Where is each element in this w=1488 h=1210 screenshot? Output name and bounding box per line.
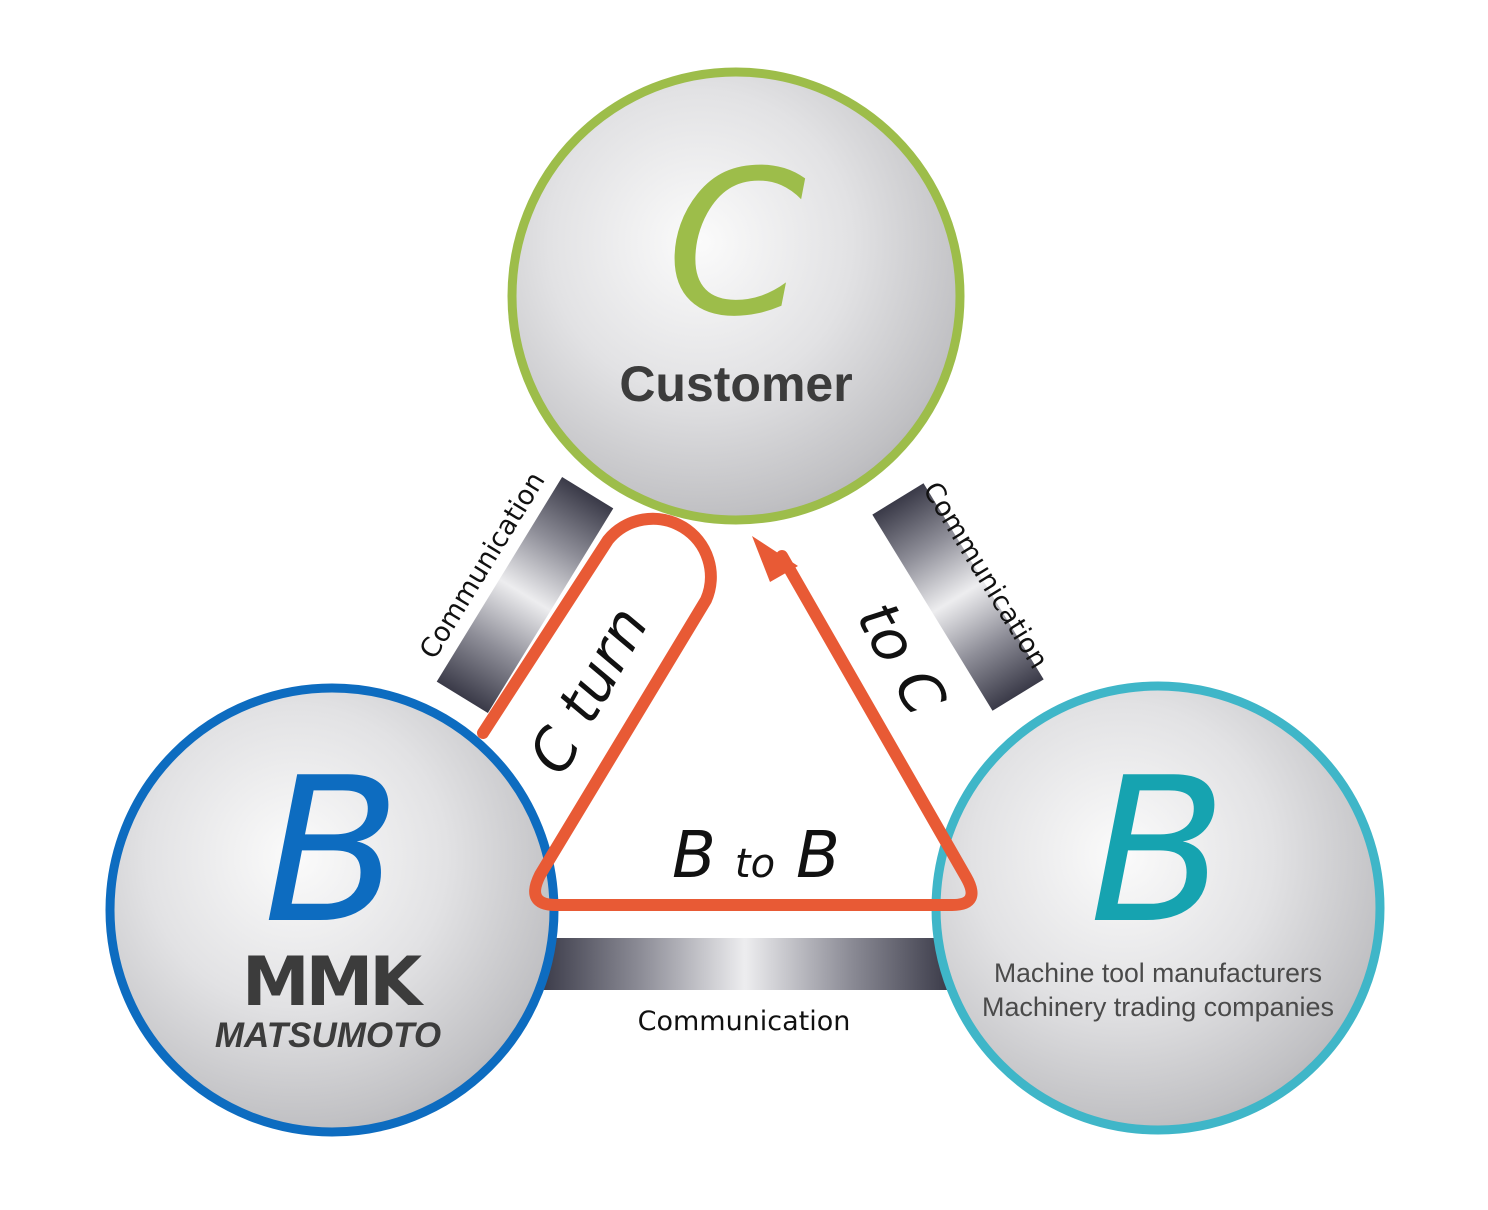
matsumoto-logo-word: MATSUMOTO	[215, 1016, 441, 1055]
link-bottom-label: Communication	[638, 1006, 851, 1037]
customer-node: C Customer	[507, 67, 965, 525]
b-to-b-first: B	[672, 819, 716, 893]
c-turn-arrow	[477, 512, 978, 911]
b-to-b-second: B	[796, 819, 840, 893]
customer-label: Customer	[619, 356, 852, 412]
b-to-b-to: to	[735, 841, 775, 887]
matsumoto-letter: B	[263, 735, 400, 968]
manufacturers-node: B Machine tool manufacturers Machinery t…	[931, 681, 1385, 1135]
customer-letter: C	[666, 128, 806, 361]
flow-arrows	[477, 512, 978, 911]
to-c-arrowhead	[752, 536, 798, 582]
manufacturers-line1: Machine tool manufacturers	[994, 958, 1322, 988]
matsumoto-node: B MMK MATSUMOTO	[105, 683, 559, 1137]
link-bottom-bar	[540, 938, 950, 990]
link-left-bar	[436, 477, 614, 713]
manufacturers-line2: Machinery trading companies	[982, 992, 1334, 1022]
link-right-bar	[872, 483, 1044, 711]
matsumoto-logo-mark: MMK	[242, 943, 424, 1022]
matsumoto-logo: MMK MATSUMOTO	[215, 943, 441, 1055]
manufacturers-letter: B	[1089, 735, 1226, 968]
b-to-b-label: B to B	[672, 819, 840, 893]
